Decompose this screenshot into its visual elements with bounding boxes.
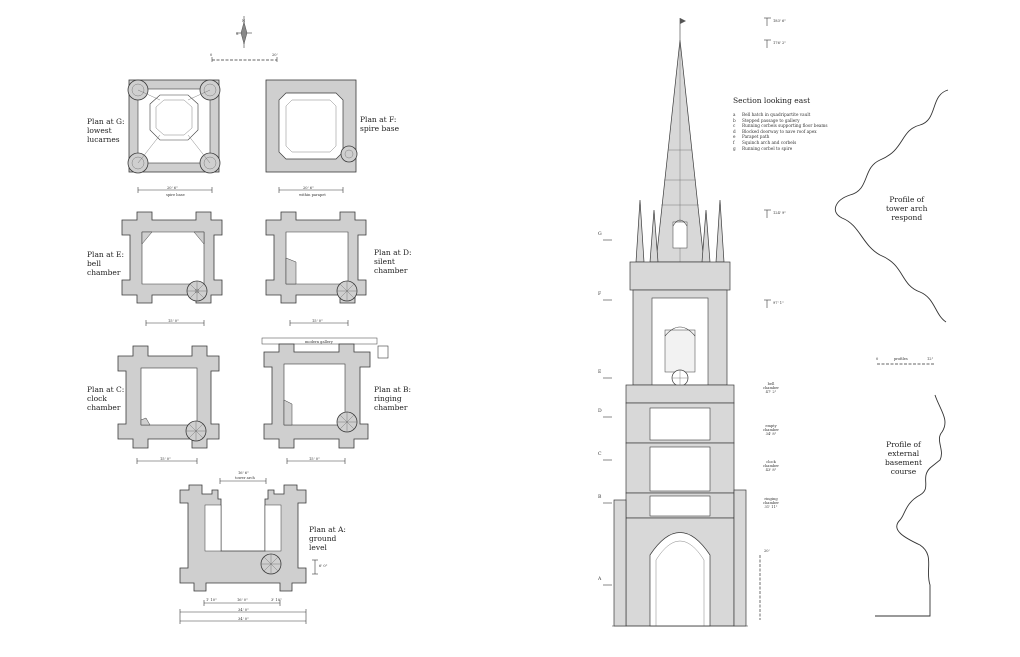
height-183: 183' 6" — [773, 19, 786, 23]
plan-d-drawing — [265, 211, 367, 326]
plan-b-drawing — [261, 337, 389, 464]
plan-f-label: Plan at F: spire base — [360, 115, 400, 133]
plan-scale-bar — [211, 57, 278, 62]
plan-d-label: Plan at D: silent chamber — [374, 248, 412, 275]
plan-c-dim: 15' 0" — [160, 457, 171, 461]
plan-e-drawing — [121, 211, 223, 326]
tower-section-drawing — [603, 17, 771, 627]
plan-f-dim-note: within parapet — [299, 193, 326, 197]
plan-a-top-dim: 16' 6" — [238, 471, 249, 475]
height-176: 176' 2" — [773, 41, 786, 45]
plan-e-label: Plan at E: bell chamber — [87, 250, 125, 277]
level-c: C — [598, 452, 602, 457]
height-97: 97' 1" — [773, 301, 784, 305]
plan-f-dim: 20' 6" — [303, 186, 314, 190]
compass-north-label: N — [242, 19, 246, 23]
section-title: Section looking east — [733, 96, 811, 105]
plan-a-dim-left: 1' 10" — [206, 598, 217, 602]
level-e: E — [598, 370, 602, 375]
plan-e-dim: 15' 0" — [168, 319, 179, 323]
plan-c-drawing — [117, 345, 220, 464]
plan-d-dim: 15' 0" — [312, 319, 323, 323]
plan-b-dim: 15' 0" — [309, 457, 320, 461]
level-b: B — [598, 495, 602, 500]
plan-a-side-dim: 6' 0" — [319, 564, 328, 568]
profile-scale-label: profiles — [894, 357, 908, 361]
scale-start-label: 0 — [210, 53, 213, 57]
plan-a-drawing — [179, 478, 318, 624]
basement-profile-drawing — [875, 394, 946, 617]
plan-f-drawing — [265, 79, 358, 193]
profile-scale-end: 12" — [927, 357, 934, 361]
compass-south-label: S — [236, 32, 239, 36]
plan-g-label: Plan at G: lowest lucarnes — [87, 117, 125, 144]
plan-b-top-note: modern gallery — [305, 340, 333, 344]
profile-scale-start: 0 — [876, 357, 879, 361]
height-124: 124' 9" — [773, 211, 786, 215]
level-f: F — [598, 292, 602, 297]
profile-basement-label: Profile of external basement course — [885, 440, 922, 476]
plan-a-dim-mid: 16' 0" — [237, 598, 248, 602]
plan-g-drawing — [127, 79, 221, 193]
compass-rose — [236, 16, 252, 48]
level-d: D — [598, 409, 602, 414]
level-g: G — [598, 232, 602, 237]
plan-b-label: Plan at B: ringing chamber — [374, 385, 412, 412]
tower-arch-profile-drawing — [834, 89, 949, 323]
plan-c-label: Plan at C: clock chamber — [87, 385, 125, 412]
plan-a-dim-right: 3' 10" — [271, 598, 282, 602]
scale-end-label: 20' — [272, 53, 278, 57]
profile-tower-arch-label: Profile of tower arch respond — [886, 195, 928, 222]
plan-a-label: Plan at A: ground level — [309, 525, 346, 552]
plan-g-dim: 20' 6" — [167, 186, 178, 190]
level-a: A — [598, 577, 602, 582]
plan-a-dim-total-2: 34' 0" — [238, 617, 249, 621]
plan-a-top-note: tower arch — [235, 476, 255, 480]
plan-a-dim-total: 34' 0" — [238, 608, 249, 612]
section-scale-label: 20' — [764, 549, 770, 553]
plan-g-dim-note: spire base — [166, 193, 185, 197]
